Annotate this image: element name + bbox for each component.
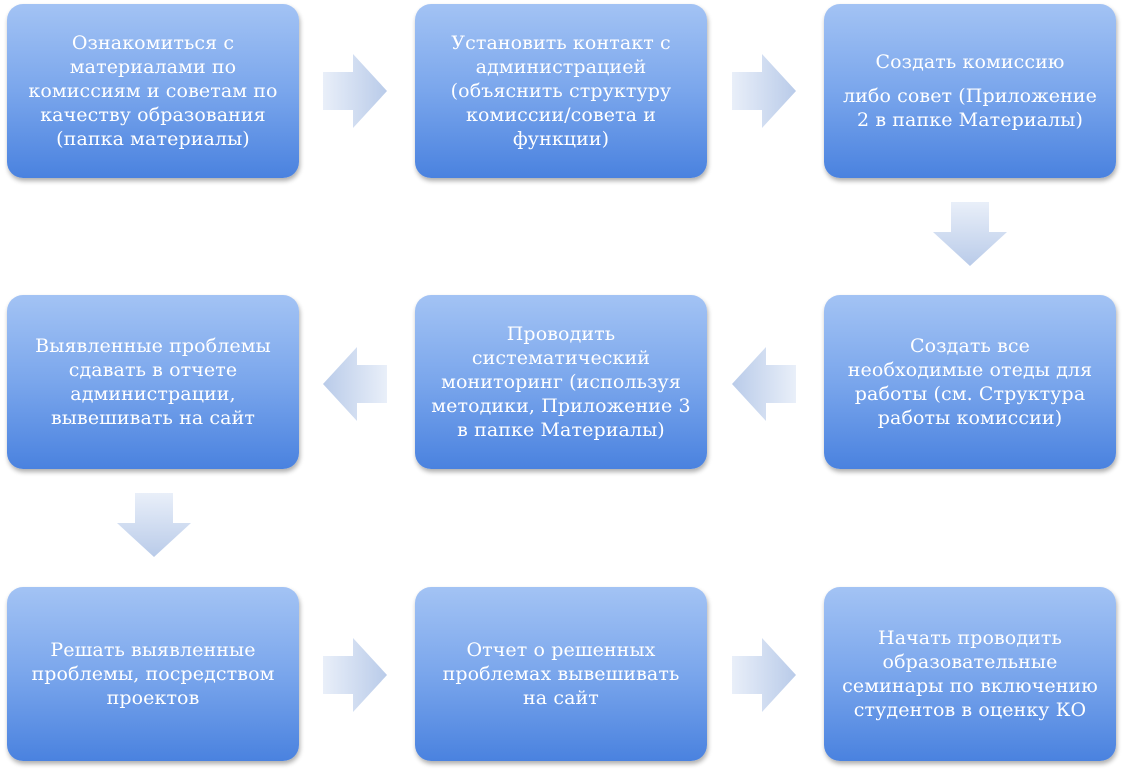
step-line: (объяснить структуру: [450, 80, 672, 102]
arrow-down-icon: [117, 493, 191, 557]
step-line: сдавать в отчете: [68, 359, 238, 381]
step-line: вывешивать на сайт: [51, 407, 255, 429]
step-line: либо совет (Приложение: [842, 85, 1098, 107]
step-line: проектов: [106, 687, 200, 709]
step-line: Ознакомиться с: [71, 32, 235, 54]
arrow-right-icon: [732, 638, 796, 712]
step-line: Создать все: [910, 335, 1030, 357]
step-box-3: Создать комиссию либо совет (Приложение …: [824, 4, 1116, 178]
step-box-5: Проводить систематический мониторинг (ис…: [415, 295, 707, 469]
step-line: необходимые отеды для: [847, 359, 1093, 381]
step-box-1: Ознакомиться с материалами по комиссиям …: [7, 4, 299, 178]
step-box-7: Решать выявленные проблемы, посредством …: [7, 587, 299, 761]
step-line: комиссиям и советам по: [28, 80, 278, 102]
step-line: (папка материалы): [56, 128, 250, 150]
step-text-5: Проводить систематический мониторинг (ис…: [431, 322, 690, 442]
step-line: Установить контакт с: [451, 32, 671, 54]
arrow-down-icon: [933, 202, 1007, 266]
step-line: образовательные: [882, 651, 1058, 673]
step-text-6: Выявленные проблемы сдавать в отчете адм…: [35, 334, 271, 430]
step-line: Выявленные проблемы: [35, 335, 271, 357]
step-line: работы (см. Структура: [854, 383, 1086, 405]
step-line: работы комиссии): [877, 407, 1063, 429]
step-line: администрацией: [475, 56, 647, 78]
step-line: на сайт: [523, 687, 599, 709]
step-line: Создать комиссию: [875, 51, 1065, 73]
arrow-right-icon: [732, 54, 796, 128]
step-line: материалами по: [69, 56, 237, 78]
step-box-2: Установить контакт с администрацией (объ…: [415, 4, 707, 178]
step-text-3: Создать комиссию либо совет (Приложение …: [843, 50, 1097, 132]
step-text-7: Решать выявленные проблемы, посредством …: [31, 638, 274, 710]
step-line: Решать выявленные: [50, 639, 256, 661]
step-line: 2 в папке Материалы): [857, 109, 1083, 131]
step-line: Начать проводить: [878, 627, 1062, 649]
step-line: проблемах вывешивать: [442, 663, 680, 685]
step-line: Отчет о решенных: [466, 639, 656, 661]
step-box-4: Создать все необходимые отеды для работы…: [824, 295, 1116, 469]
step-line: в папке Материалы): [457, 419, 665, 441]
step-line: администрации,: [70, 383, 236, 405]
step-line: качеству образования: [40, 104, 266, 126]
step-line: функции): [512, 128, 610, 150]
step-line: комиссии/совета и: [465, 104, 656, 126]
step-text-2: Установить контакт с администрацией (объ…: [451, 31, 672, 151]
step-box-9: Начать проводить образовательные семинар…: [824, 587, 1116, 761]
step-text-1: Ознакомиться с материалами по комиссиям …: [28, 31, 277, 151]
arrow-left-icon: [732, 347, 796, 421]
step-line: мониторинг (используя: [441, 371, 681, 393]
step-line: семинары по включению: [842, 675, 1098, 697]
arrow-left-icon: [323, 347, 387, 421]
step-line: Проводить: [506, 323, 616, 345]
step-text-9: Начать проводить образовательные семинар…: [842, 626, 1098, 722]
step-box-8: Отчет о решенных проблемах вывешивать на…: [415, 587, 707, 761]
step-box-6: Выявленные проблемы сдавать в отчете адм…: [7, 295, 299, 469]
step-line: методики, Приложение 3: [431, 395, 691, 417]
arrow-right-icon: [323, 638, 387, 712]
step-line: студентов в оценку КО: [853, 699, 1087, 721]
step-text-4: Создать все необходимые отеды для работы…: [848, 334, 1092, 430]
step-line-gap: [843, 74, 1097, 84]
step-text-8: Отчет о решенных проблемах вывешивать на…: [443, 638, 680, 710]
arrow-right-icon: [323, 54, 387, 128]
step-line: проблемы, посредством: [31, 663, 275, 685]
step-line: систематический: [471, 347, 651, 369]
